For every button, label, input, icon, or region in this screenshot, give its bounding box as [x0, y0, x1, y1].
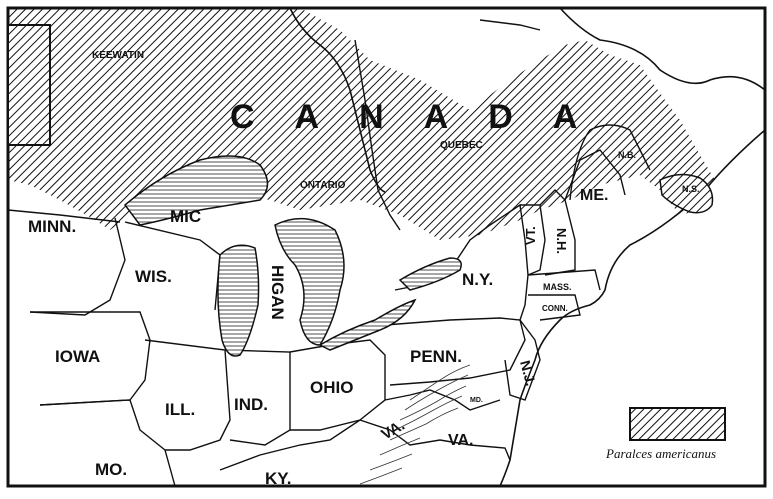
nova-scotia — [659, 173, 714, 214]
lake-michigan — [217, 244, 260, 357]
label-md: MD. — [470, 397, 483, 404]
lake-superior — [123, 155, 269, 226]
inset-box — [7, 24, 51, 146]
label-nj: N.J. — [517, 359, 539, 388]
label-ontario: ONTARIO — [300, 180, 346, 191]
label-ind: IND. — [234, 395, 268, 414]
mountain-terrain — [359, 364, 471, 485]
label-nh: N.H. — [554, 228, 569, 254]
unhatched-north — [300, 8, 575, 105]
label-vt: VT. — [523, 226, 538, 245]
label-ny: N.Y. — [462, 270, 493, 289]
label-nb: N.B. — [618, 150, 636, 160]
legend-species-label: Paralces americanus — [605, 446, 716, 461]
label-ill: ILL. — [165, 400, 195, 419]
legend: Paralces americanus — [605, 407, 726, 461]
label-mass: MASS. — [543, 282, 572, 292]
label-iowa: IOWA — [55, 347, 100, 366]
lake-erie — [318, 298, 417, 351]
label-wis: WIS. — [135, 267, 172, 286]
label-penn: PENN. — [410, 347, 462, 366]
label-me: ME. — [580, 187, 608, 204]
legend-swatch — [629, 407, 726, 441]
label-mo: MO. — [95, 460, 127, 479]
great-lakes — [123, 155, 462, 357]
label-ns: N.S. — [682, 184, 700, 194]
labels: CANADA KEEWATIN QUEBEC ONTARIO N.B. N.S.… — [28, 50, 700, 488]
label-va: VA. — [448, 432, 473, 449]
lake-ontario — [398, 257, 462, 291]
label-quebec: QUEBEC — [440, 140, 483, 151]
political-boundaries — [7, 19, 651, 487]
label-minn: MINN. — [28, 217, 76, 236]
label-higan: HIGAN — [268, 265, 287, 320]
map-frame — [6, 6, 767, 488]
label-ky: KY. — [265, 469, 291, 488]
label-mic: MIC — [170, 207, 201, 226]
label-ohio: OHIO — [310, 378, 353, 397]
label-conn: CONN. — [542, 304, 568, 313]
label-canada: CANADA — [230, 98, 617, 136]
label-keewatin: KEEWATIN — [92, 50, 144, 61]
